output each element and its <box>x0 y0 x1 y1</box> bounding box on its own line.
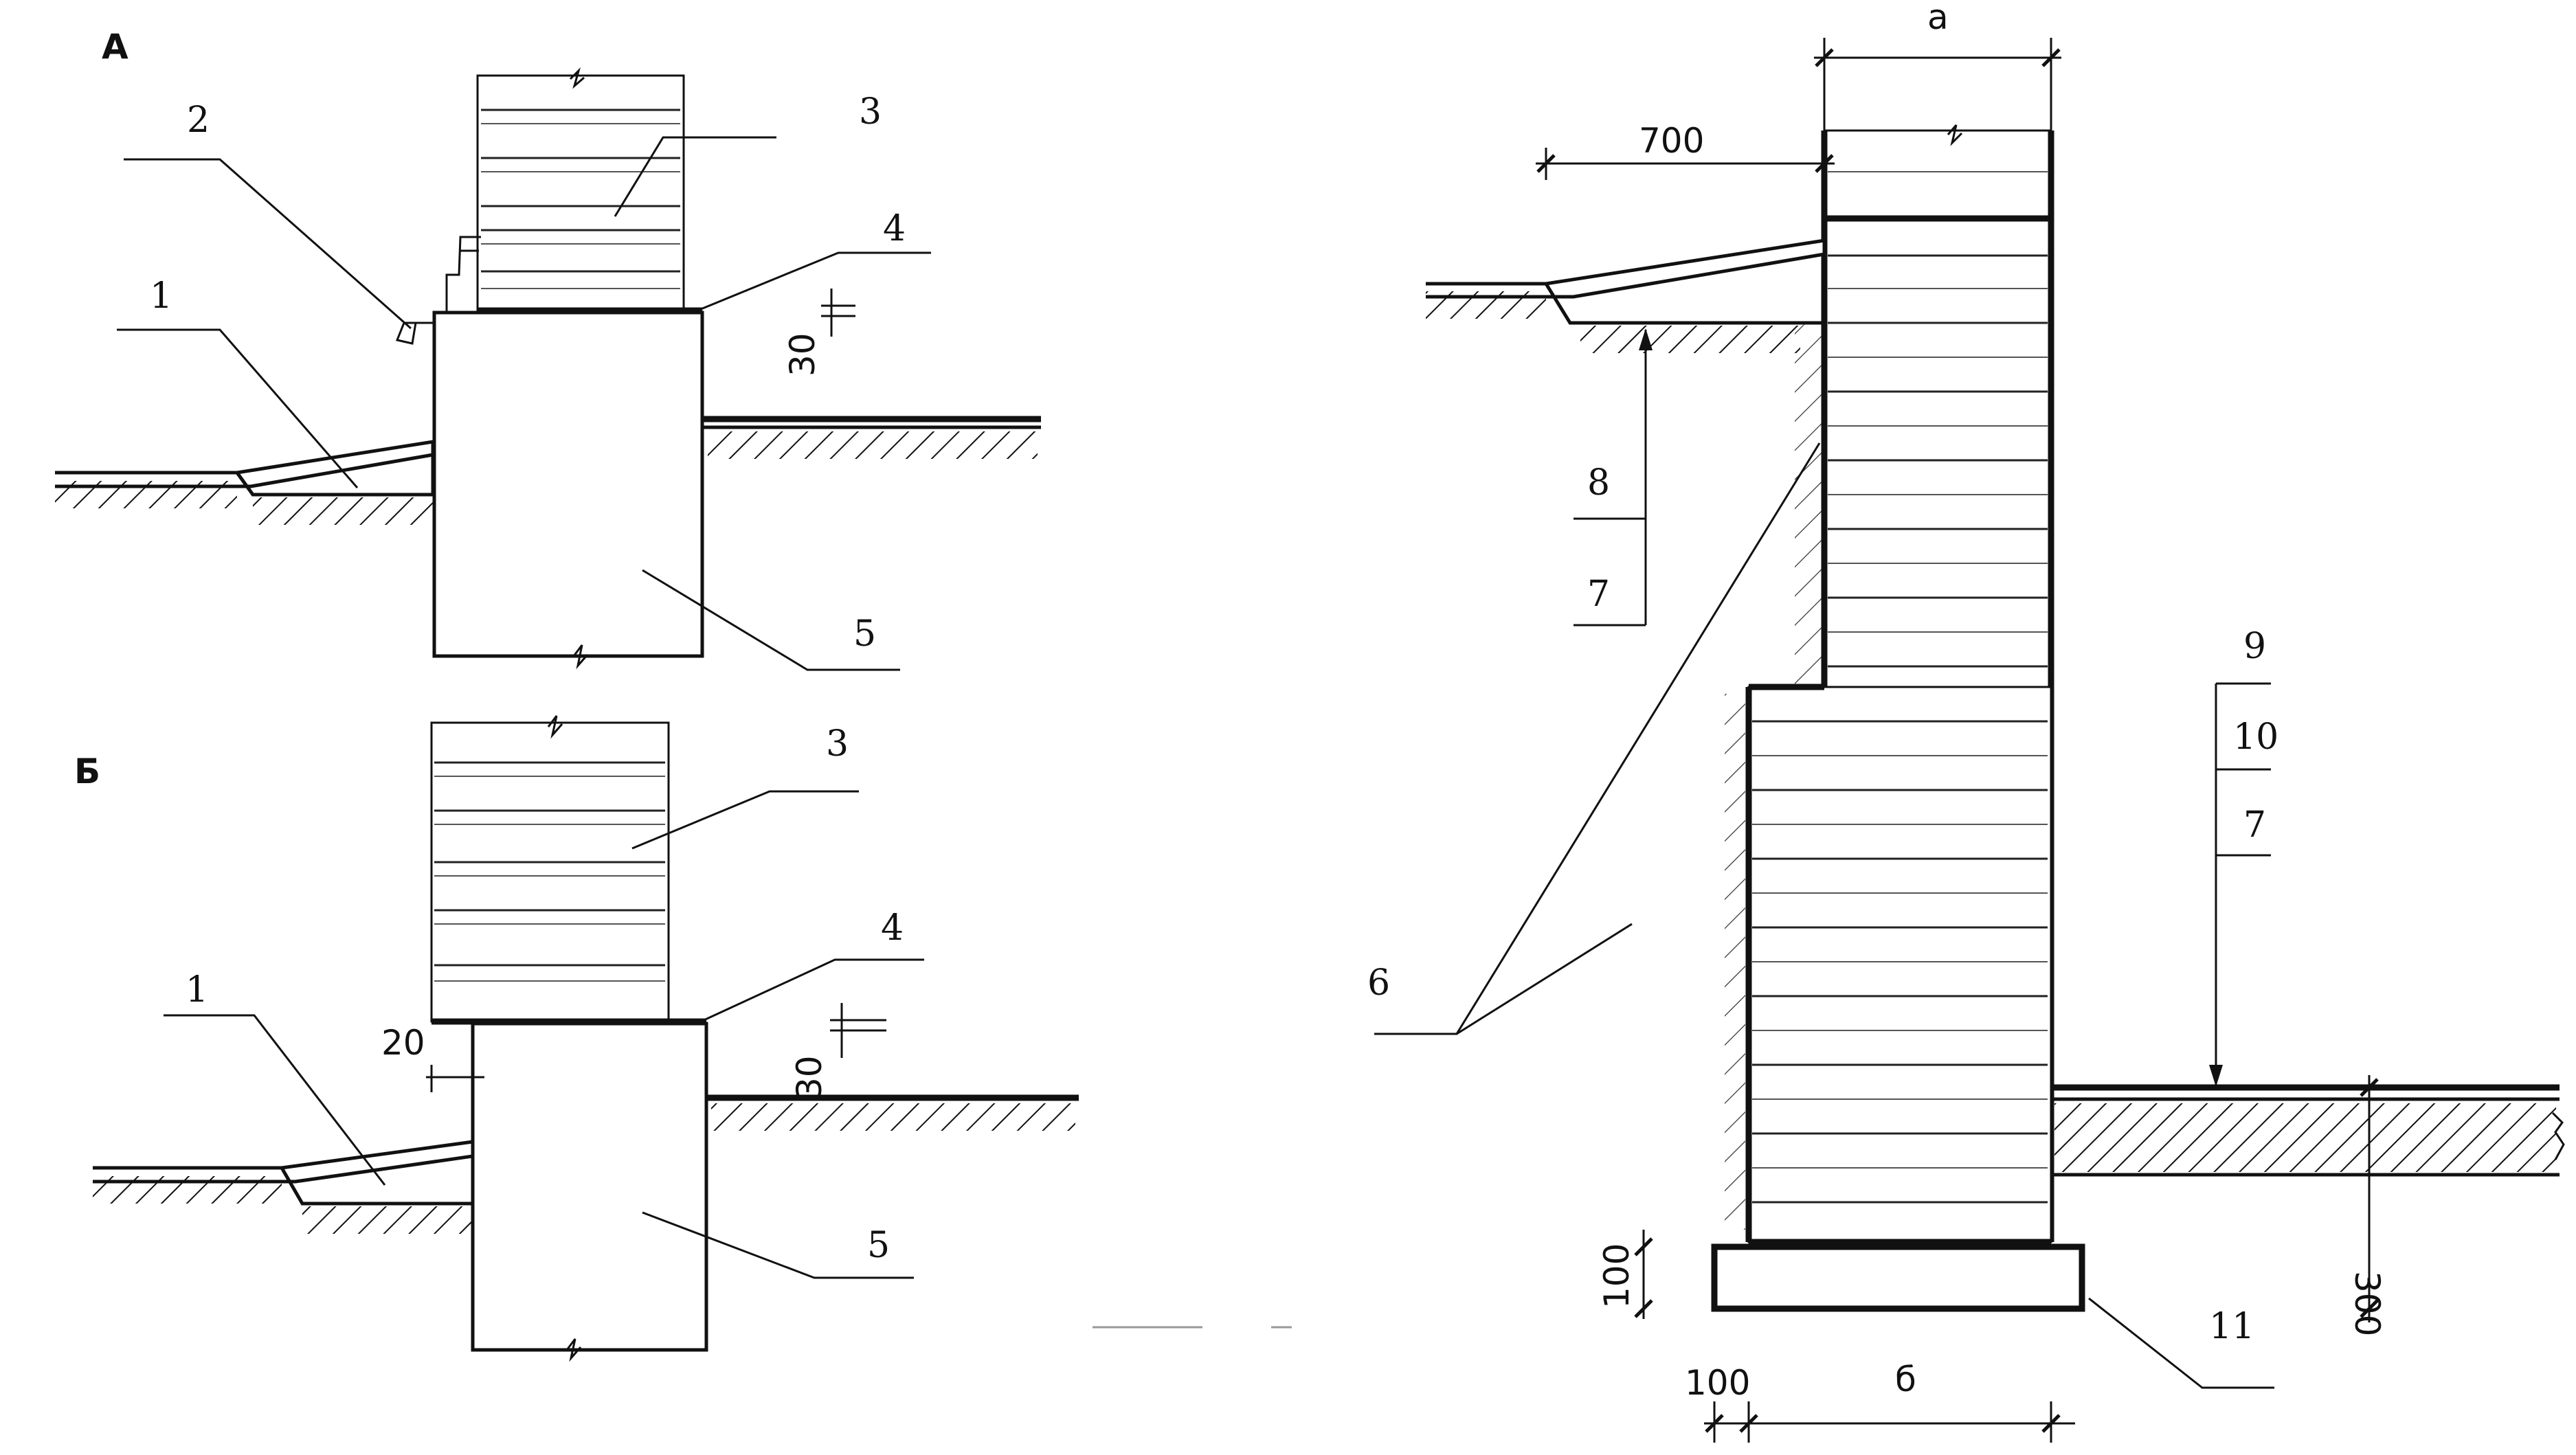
dim-a: a <box>1927 0 1949 37</box>
callout-3-a: 3 <box>859 91 882 133</box>
callout-4-a: 4 <box>883 208 906 249</box>
callout-7-right: 7 <box>2243 804 2266 846</box>
detail-basement-lower-courses <box>1752 720 2048 1204</box>
callout-5-a: 5 <box>853 613 876 655</box>
leader-lines <box>117 136 2274 1389</box>
callout-8: 8 <box>1587 462 1610 504</box>
section-label-a: А <box>102 27 128 67</box>
callout-3-b: 3 <box>826 723 849 765</box>
detail-a-foundation <box>432 311 704 658</box>
callout-9: 9 <box>2243 626 2266 667</box>
callout-5-b: 5 <box>867 1225 890 1266</box>
dim-700: 700 <box>1639 121 1704 161</box>
dim-100-vertical: 100 <box>1597 1243 1637 1309</box>
detail-b-foundation <box>471 1022 708 1352</box>
callout-11: 11 <box>2209 1306 2254 1347</box>
detail-basement-footing <box>1711 1243 2085 1312</box>
callout-7-left: 7 <box>1587 574 1610 615</box>
detail-basement-brick-courses <box>1828 171 2048 668</box>
dim-100-horizontal: 100 <box>1685 1363 1750 1403</box>
dim-30-a: 30 <box>783 332 822 376</box>
dim-20: 20 <box>381 1023 425 1063</box>
detail-basement-wall <box>1426 38 2565 1443</box>
detail-a <box>55 67 1041 670</box>
detail-b-brick-wall <box>430 715 670 1023</box>
dim-b: б <box>1895 1360 1916 1399</box>
section-label-b: Б <box>74 752 100 791</box>
callout-4-b: 4 <box>881 907 904 949</box>
callout-10: 10 <box>2233 717 2278 758</box>
labels: А Б 1 2 3 4 5 3 4 1 5 6 8 7 9 10 7 11 30… <box>74 0 2387 1403</box>
detail-a-brick-wall <box>476 67 685 314</box>
detail-b <box>93 715 1292 1362</box>
dim-300: 300 <box>2347 1271 2387 1336</box>
dim-30-b: 30 <box>789 1055 829 1099</box>
callout-2: 2 <box>187 100 210 141</box>
callout-1-b: 1 <box>186 969 208 1011</box>
callout-6: 6 <box>1367 962 1390 1004</box>
callout-1-a: 1 <box>150 275 172 317</box>
